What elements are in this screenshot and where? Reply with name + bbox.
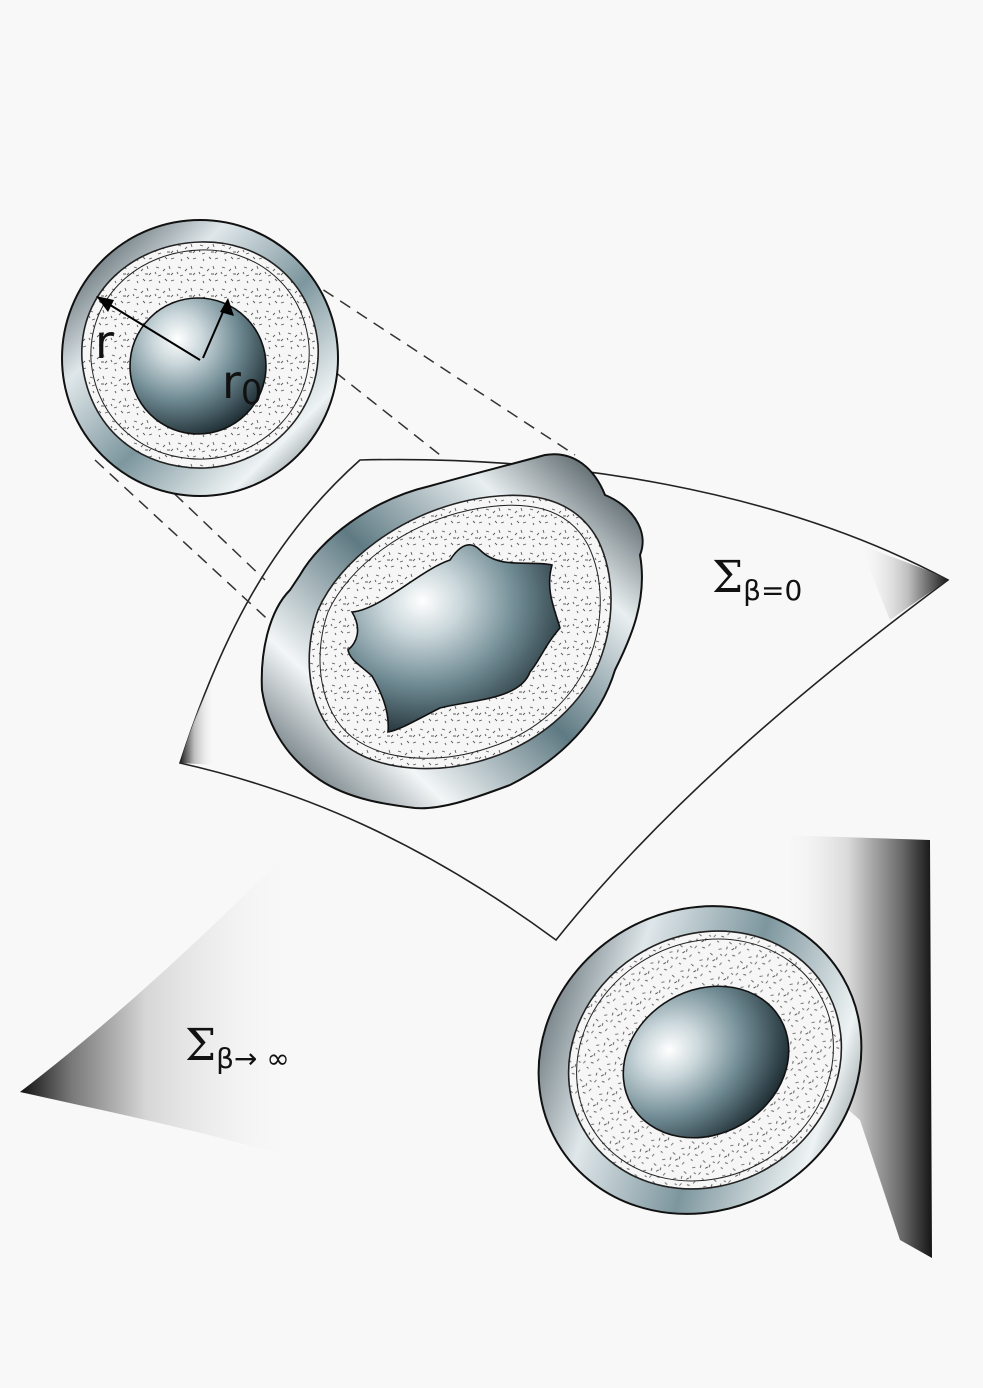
label-r: r — [95, 315, 114, 369]
ball-small-core — [130, 298, 266, 434]
surface-bottom-left-fold — [20, 840, 300, 1160]
label-r0-sub: 0 — [241, 373, 263, 413]
label-sigma-bottom-sub: β→ ∞ — [216, 1042, 290, 1075]
label-sigma-top-sub: β=0 — [743, 574, 802, 607]
label-sigma-bottom-symbol: Σ — [185, 1020, 216, 1071]
label-sigma-top-symbol: Σ — [712, 552, 743, 603]
surface-top-left-shade — [180, 680, 215, 765]
label-r0-main: r — [222, 355, 241, 409]
